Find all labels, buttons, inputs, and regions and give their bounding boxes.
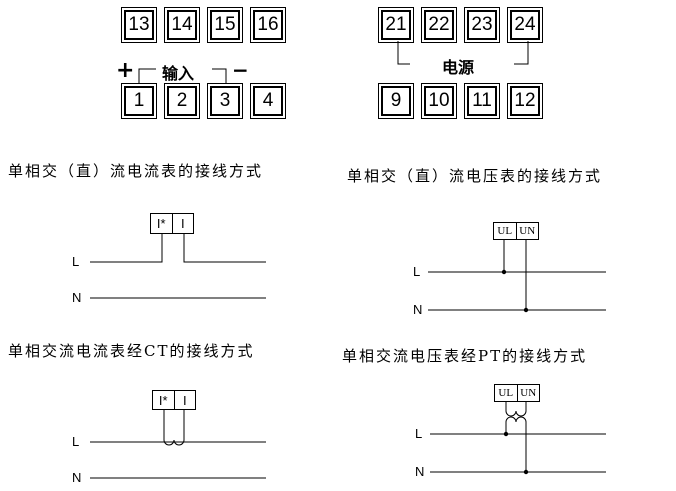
terminal-13: 13 [121, 7, 157, 43]
diagram-current-direct-n-label: N [72, 290, 82, 305]
d3-ct-coil [163, 439, 185, 446]
terminal-21: 21 [378, 7, 414, 43]
terminal-3: 3 [207, 83, 243, 119]
terminal-9: 9 [378, 83, 414, 119]
diagram-voltage-pt-title: 单相交流电压表经PT的接线方式 [342, 347, 588, 365]
diagram-current-ct-n-label: N [72, 470, 82, 485]
diagram-voltage-pt-terminal-box: UL UN [494, 384, 540, 402]
diagram-current-direct-l-label: L [72, 254, 80, 269]
input-bracket-right [212, 68, 227, 83]
terminal-2: 2 [164, 83, 200, 119]
diagram-voltage-direct-terminal-box: UL UN [493, 222, 539, 240]
terminal-un: UN [515, 223, 539, 239]
d4-junction-l [503, 431, 509, 437]
d4-junction-n [523, 469, 529, 475]
d4-pt-coil-top [505, 410, 527, 417]
diagram-voltage-pt-n-label: N [415, 464, 425, 479]
terminal-4: 4 [250, 83, 286, 119]
diagram-voltage-direct-n-label: N [413, 302, 423, 317]
terminal-i-star: I* [158, 392, 168, 408]
terminal-ul: UL [498, 387, 514, 399]
terminal-22: 22 [421, 7, 457, 43]
d1-l-line-out [183, 234, 266, 263]
d4-pt-coil-bottom [505, 416, 527, 423]
terminal-12: 12 [507, 83, 543, 119]
input-minus-sign: − [232, 58, 249, 82]
diagram-voltage-direct-title: 单相交（直）流电压表的接线方式 [347, 167, 603, 185]
d2-junction-l [501, 269, 507, 275]
terminal-un: UN [516, 385, 540, 401]
diagram-voltage-pt-l-label: L [415, 426, 423, 441]
input-plus-sign: + [116, 58, 135, 83]
power-bracket-right [514, 41, 529, 65]
diagram-current-ct-title: 单相交流电流表经CT的接线方式 [8, 342, 255, 360]
diagram-current-ct-terminal-box: I* I [152, 390, 196, 410]
power-bracket-left [397, 41, 410, 65]
terminal-1: 1 [121, 83, 157, 119]
d2-junction-n [523, 307, 529, 313]
input-bracket-left [138, 68, 156, 83]
diagram-voltage-direct-l-label: L [413, 264, 421, 279]
terminal-11: 11 [464, 83, 500, 119]
terminal-23: 23 [464, 7, 500, 43]
terminal-i: I [171, 214, 194, 233]
diagram-current-direct-terminal-box: I* I [150, 213, 194, 234]
power-label: 电源 [442, 58, 475, 77]
terminal-i: I [173, 391, 196, 409]
diagram-current-ct-l-label: L [72, 434, 80, 449]
d1-l-line-in [90, 234, 163, 263]
terminal-15: 15 [207, 7, 243, 43]
input-label: 输入 [162, 64, 195, 83]
terminal-i-star: I* [156, 216, 166, 231]
diagram-current-direct-title: 单相交（直）流电流表的接线方式 [8, 162, 264, 180]
terminal-14: 14 [164, 7, 200, 43]
terminal-10: 10 [421, 83, 457, 119]
terminal-16: 16 [250, 7, 286, 43]
terminal-ul: UL [497, 225, 513, 237]
terminal-24: 24 [507, 7, 543, 43]
